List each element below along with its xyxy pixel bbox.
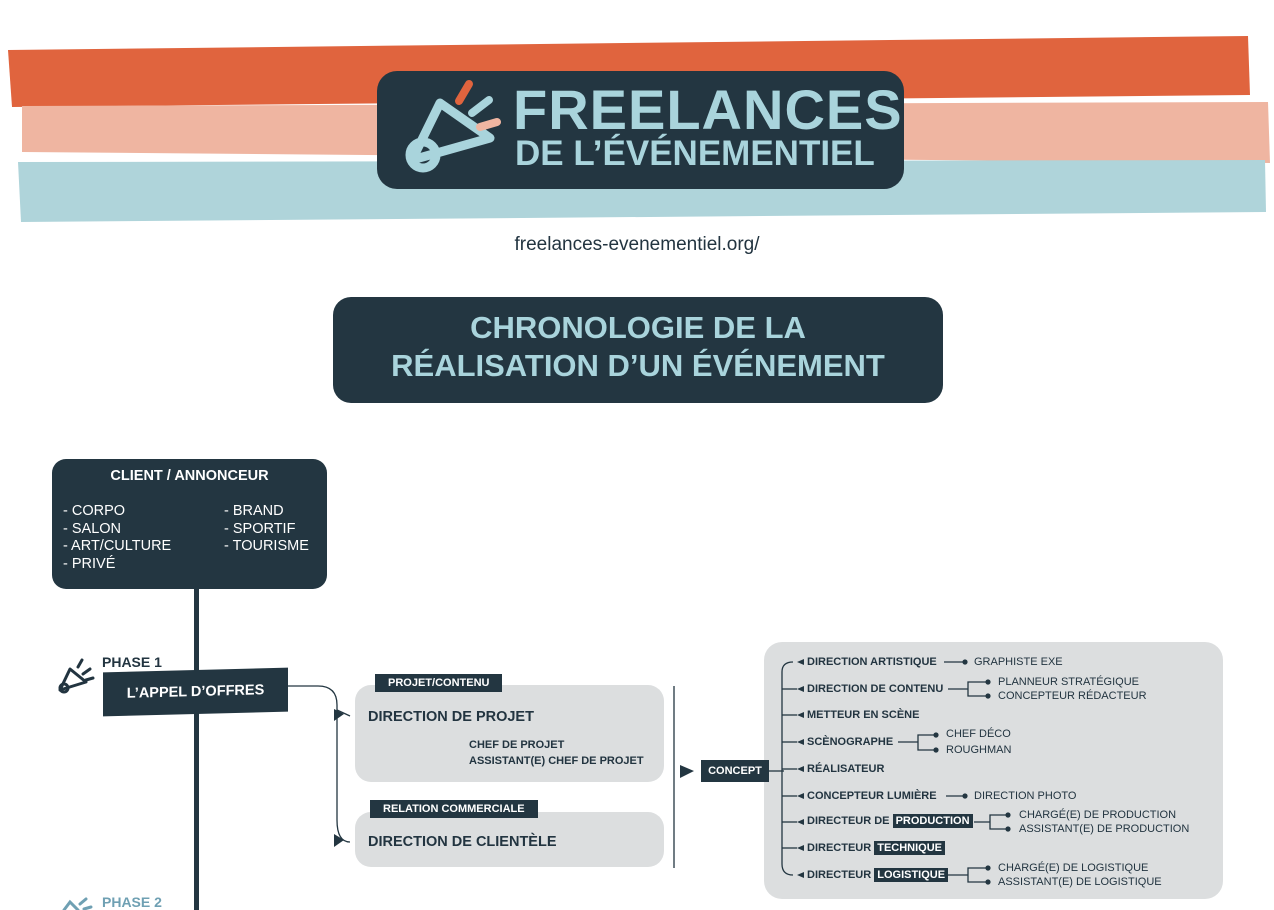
concept-role: RÉALISATEUR [807,763,885,775]
concept-subrole: CHEF DÉCO [946,728,1011,740]
client-item: - ART/CULTURE [63,538,172,554]
page-title-line1: CHRONOLOGIE DE LA [470,310,806,345]
concept-subrole: CHARGÉ(E) DE LOGISTIQUE [998,862,1149,874]
concept-subrole: ROUGHMAN [946,744,1012,756]
concept-tag: CONCEPT [701,760,769,782]
concept-role-highlight: PRODUCTION [892,814,973,828]
concept-role: DIRECTION ARTISTIQUE [807,656,937,668]
concept-role: DIRECTEUR TECHNIQUE [807,841,946,855]
projet-tag: PROJET/CONTENU [375,674,503,692]
concept-subrole: DIRECTION PHOTO [974,790,1077,802]
concept-subrole: GRAPHISTE EXE [974,656,1063,668]
concept-role-label: DIRECTEUR [807,842,872,854]
title-box [333,297,943,403]
concept-subrole: PLANNEUR STRATÉGIQUE [998,676,1139,688]
concept-role-highlight: TECHNIQUE [874,841,946,855]
concept-subrole: CONCEPTEUR RÉDACTEUR [998,690,1147,702]
logo-subtitle: DE L’ÉVÉNEMENTIEL [515,134,875,173]
blue-stripe [18,160,1266,222]
projet-title: DIRECTION DE PROJET [368,709,534,725]
concept-role: DIRECTEUR LOGISTIQUE [807,868,949,882]
concept-role: CONCEPTEUR LUMIÈRE [807,790,937,802]
client-item: - TOURISME [224,538,309,554]
concept-subrole: ASSISTANT(E) DE PRODUCTION [1019,823,1190,835]
commercial-title: DIRECTION DE CLIENTÈLE [368,834,557,850]
projet-box [355,685,664,782]
logo-title: FREELANCES [513,78,903,141]
client-item: - SPORTIF [224,521,296,537]
client-item: - SALON [63,521,122,537]
commercial-tag: RELATION COMMERCIALE [370,800,538,818]
concept-role: DIRECTEUR DE PRODUCTION [807,814,973,828]
phase1-label: PHASE 1 [102,654,162,670]
client-item: - BRAND [224,503,284,519]
site-url[interactable]: freelances-evenementiel.org/ [514,234,760,255]
concept-role: METTEUR EN SCÈNE [807,709,920,721]
concept-role-highlight: LOGISTIQUE [874,868,949,882]
concept-subrole: ASSISTANT(E) DE LOGISTIQUE [998,876,1162,888]
client-item: - CORPO [63,503,126,519]
projet-item: CHEF DE PROJET [469,739,565,751]
concept-role-label: DIRECTEUR [807,869,872,881]
client-item: - PRIVÉ [63,556,116,572]
projet-item: ASSISTANT(E) CHEF DE PROJET [469,755,644,767]
concept-role-label: DIRECTEUR DE [807,815,890,827]
phase2-label: PHASE 2 [102,894,162,910]
page-title-line2: RÉALISATION D’UN ÉVÉNEMENT [391,348,885,383]
concept-role: DIRECTION DE CONTENU [807,683,944,695]
concept-role: SCÈNOGRAPHE [807,736,894,748]
concept-subrole: CHARGÉ(E) DE PRODUCTION [1019,809,1177,821]
commercial-box [355,812,664,867]
client-title: CLIENT / ANNONCEUR [110,468,269,484]
client-box [52,459,327,589]
